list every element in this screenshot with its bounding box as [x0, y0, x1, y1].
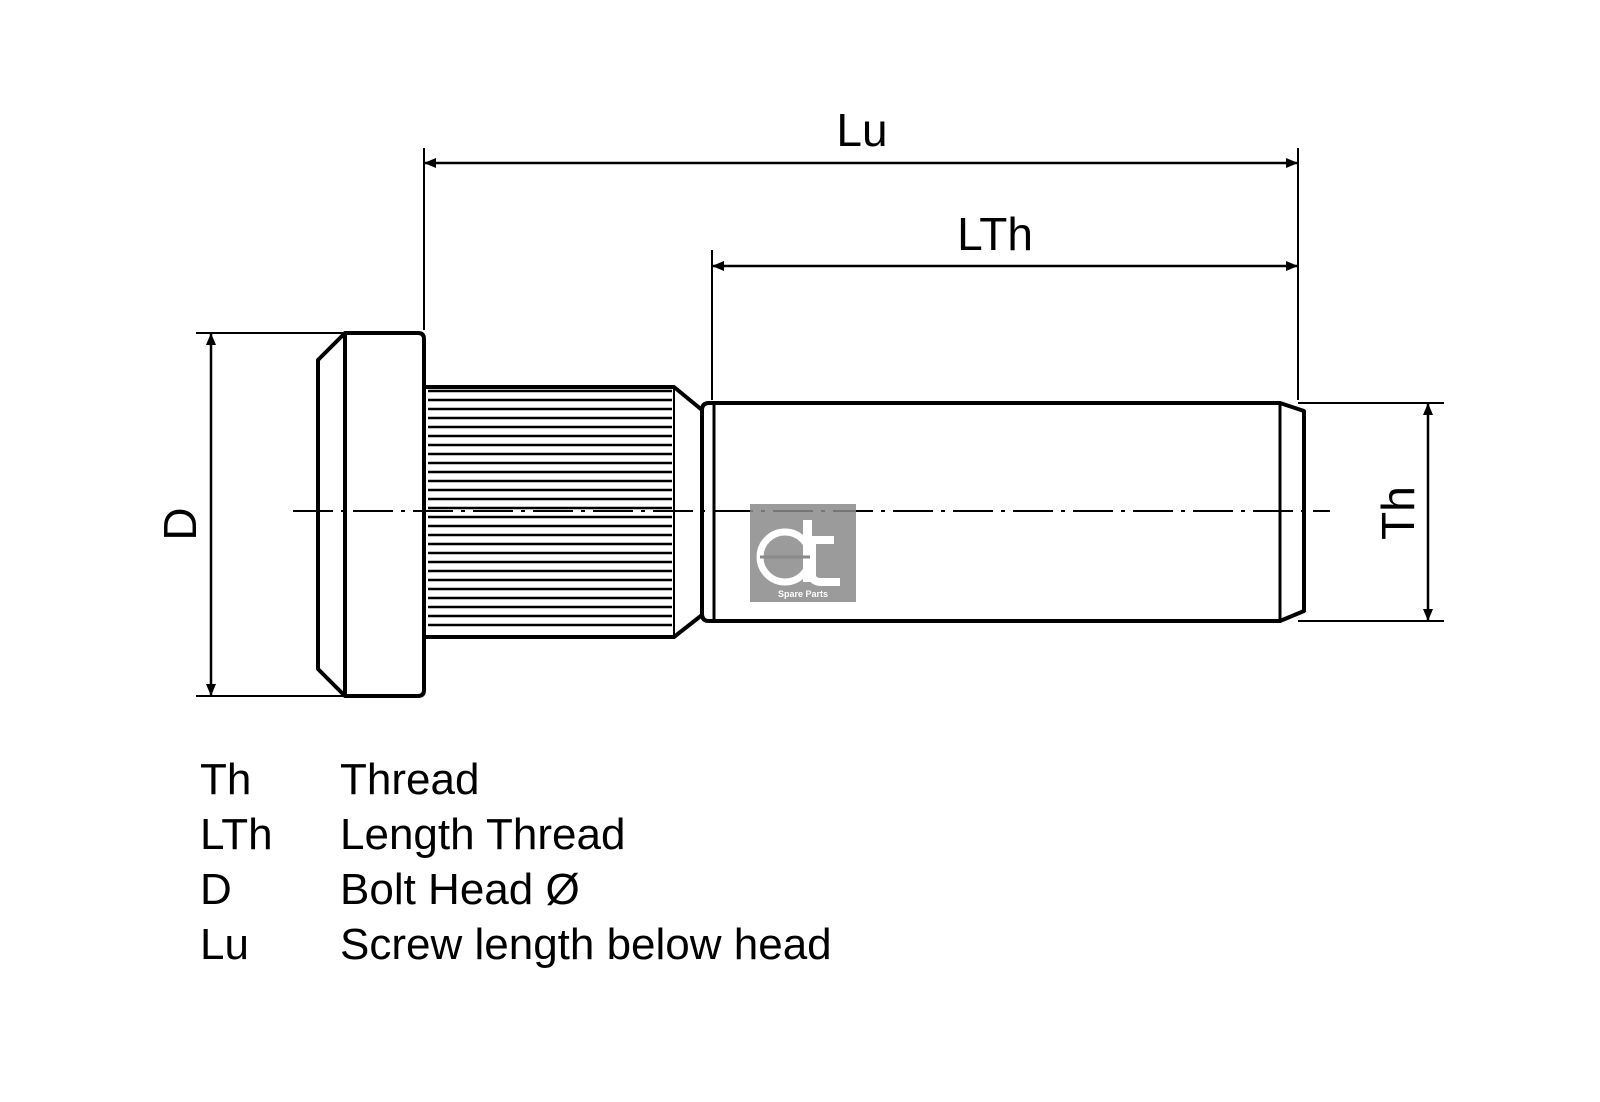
legend-row-d: D Bolt Head Ø — [200, 862, 832, 917]
lu-label: Lu — [836, 104, 887, 156]
legend-description: Thread — [340, 755, 480, 804]
d-label: D — [154, 507, 206, 540]
legend-row-th: Th Thread — [200, 752, 832, 807]
legend-row-lu: Lu Screw length below head — [200, 917, 832, 972]
logo-subtitle: Spare Parts — [778, 589, 828, 599]
legend-abbr: LTh — [200, 810, 273, 859]
legend-abbr: D — [200, 865, 232, 914]
legend-description: Screw length below head — [340, 920, 832, 969]
dimension-lines — [206, 158, 1433, 696]
bolt-head — [316, 331, 426, 698]
th-label: Th — [1372, 486, 1424, 540]
legend: Th Thread LTh Length Thread D Bolt Head … — [200, 752, 832, 972]
legend-abbr: Lu — [200, 920, 249, 969]
legend-abbr: Th — [200, 755, 252, 804]
knurled-shank — [424, 385, 704, 639]
extension-lines — [196, 148, 1444, 697]
lth-label: LTh — [957, 208, 1033, 260]
legend-description: Bolt Head Ø — [340, 865, 580, 914]
legend-row-lth: LTh Length Thread — [200, 807, 832, 862]
legend-description: Length Thread — [340, 810, 626, 859]
dt-spare-parts-logo: Spare Parts — [750, 504, 856, 602]
